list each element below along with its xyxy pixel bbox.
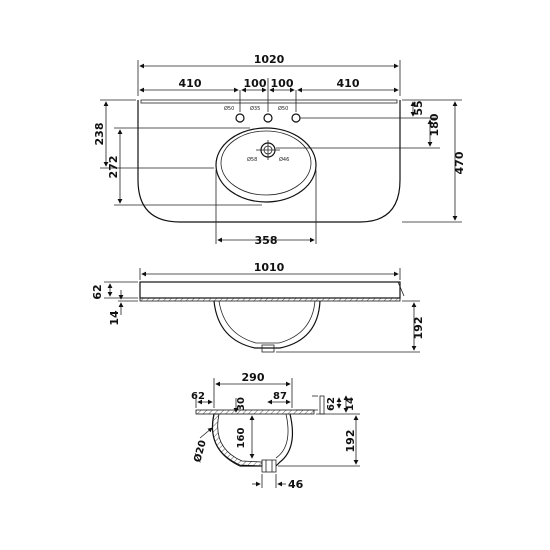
dim-segment-left: 410: [179, 77, 202, 90]
tap-hole-center: [263, 113, 273, 123]
dim-front-height-label: 192: [412, 317, 425, 340]
front-bowl: [213, 300, 321, 349]
front-slab: [139, 281, 401, 299]
basin-outline: [137, 100, 401, 223]
section-view: 290 62 30 87 160 Ø20 62 14 192: [191, 371, 360, 491]
tap-hole-left-label: Ø50: [224, 105, 234, 112]
dim-segment-mid-right: 100: [271, 77, 294, 90]
front-view: 1010 62 14 192: [91, 261, 425, 353]
dim-section-width-label: 290: [242, 371, 265, 384]
section-bowl-outer: [211, 413, 262, 467]
waste-inner-label: Ø46: [279, 156, 289, 163]
dim-overall-width-label: 1020: [254, 53, 285, 66]
dim-depth-to-bowl-label: 238: [93, 123, 106, 146]
dim-section-radius: [199, 427, 213, 439]
dim-section-offset-label: 87: [273, 391, 287, 402]
dim-section-waste-label: 46: [288, 478, 304, 491]
front-slab-hatch: [139, 297, 401, 302]
tap-hole-right: [291, 113, 301, 123]
dim-segment-mid-left: 100: [244, 77, 267, 90]
waste-outer-label: Ø58: [247, 156, 257, 163]
top-view: Ø58 Ø46 Ø50 Ø35 Ø50 1020 410 100 100 410: [93, 53, 466, 247]
dim-section-radius-label: Ø20: [191, 439, 208, 464]
dim-front-slab-label: 62: [91, 284, 104, 299]
dim-tap-offset-label: 55: [412, 100, 425, 115]
section-waste: [261, 459, 277, 473]
dim-bowl-depth-label: 272: [107, 156, 120, 179]
dim-tap-to-center-label: 180: [428, 113, 441, 136]
section-slab: [195, 409, 315, 415]
dim-section-slab-label: 62: [326, 397, 337, 411]
dim-section-left-edge-label: 62: [191, 391, 205, 402]
dim-overall-depth-label: 470: [453, 151, 466, 174]
dim-section-bowl-inner-label: 160: [236, 428, 247, 449]
bowl-inner: [220, 130, 312, 196]
dim-bowl-width-label: 358: [255, 234, 278, 247]
tap-hole-right-label: Ø50: [278, 105, 288, 112]
dim-segment-right: 410: [337, 77, 360, 90]
bowl-outer: [215, 127, 317, 203]
dim-front-width-label: 1010: [254, 261, 285, 274]
front-waste: [261, 344, 275, 353]
dim-section-rim-drop-label: 30: [236, 397, 247, 411]
section-right-slab: [319, 395, 325, 415]
dim-section-rim-label: 14: [345, 397, 356, 411]
tap-hole-center-label: Ø35: [250, 105, 260, 112]
dim-section-height-label: 192: [344, 430, 357, 453]
tap-hole-left: [235, 113, 245, 123]
upstand-strip: [140, 99, 398, 104]
dim-front-rim-label: 14: [108, 310, 121, 326]
